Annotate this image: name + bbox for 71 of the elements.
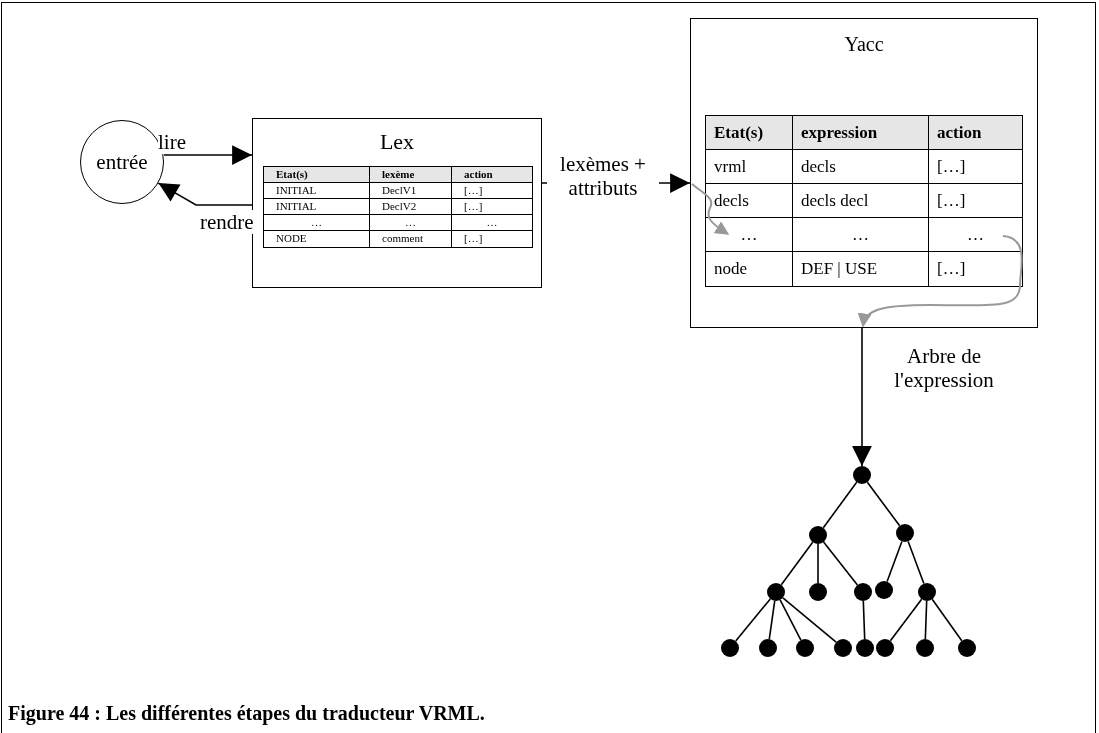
table-cell: decls decl <box>793 184 929 218</box>
table-cell: […] <box>452 183 532 199</box>
tree-line <box>822 481 858 529</box>
tree-node-dot <box>876 639 894 657</box>
tree-line <box>862 600 866 640</box>
tree-node-dot <box>958 639 976 657</box>
table-cell: comment <box>370 231 452 247</box>
table-cell: … <box>452 215 532 231</box>
tree-node-dot <box>796 639 814 657</box>
table-cell: … <box>793 218 929 252</box>
table-cell-text: […] <box>463 231 484 246</box>
tree-line <box>924 600 928 640</box>
table-header-cell: Etat(s) <box>264 167 370 183</box>
table-cell: INITIAL <box>264 199 370 215</box>
tree-node-dot <box>853 466 871 484</box>
table-cell: […] <box>452 199 532 215</box>
table-header-cell: action <box>929 116 1022 150</box>
tree-node-dot <box>759 639 777 657</box>
arrow <box>157 182 253 206</box>
tree-node-dot <box>875 581 893 599</box>
tree-line <box>866 481 901 527</box>
box-title: Lex <box>378 129 416 155</box>
tree-line <box>889 598 923 642</box>
table-header-cell: Etat(s) <box>706 116 793 150</box>
tree-line <box>734 598 772 642</box>
table-header-cell: expression <box>793 116 929 150</box>
box-title: Yacc <box>843 33 885 56</box>
table-cell: … <box>706 218 793 252</box>
table-cell: DeclV1 <box>370 183 452 199</box>
tree-line <box>822 541 859 586</box>
table-cell: … <box>264 215 370 231</box>
node-label: entrée <box>96 149 148 175</box>
table-cell: DEF | USE <box>793 252 929 286</box>
edge-label: rendre <box>200 210 254 235</box>
table-cell: … <box>370 215 452 231</box>
tree-node-dot <box>856 639 874 657</box>
tree-line <box>780 541 814 586</box>
arrow <box>852 327 872 467</box>
tree-node-dot <box>809 583 827 601</box>
table-cell: decls <box>706 184 793 218</box>
arrow <box>163 145 253 165</box>
tree-line <box>907 540 925 585</box>
tree-node-dot <box>918 583 936 601</box>
table-cell: NODE <box>264 231 370 247</box>
table-cell: […] <box>929 184 1022 218</box>
table-cell-text: […] <box>936 258 967 280</box>
tree-line <box>782 596 837 644</box>
table-cell: INITIAL <box>264 183 370 199</box>
table-cell: decls <box>793 150 929 184</box>
table-header-cell: lexème <box>370 167 452 183</box>
table-cell: […] <box>929 150 1022 184</box>
tree-node-dot <box>916 639 934 657</box>
tree-node-dot <box>809 526 827 544</box>
tree-node-dot <box>767 583 785 601</box>
tree-line <box>779 599 802 641</box>
tree-line <box>886 540 903 583</box>
process-box <box>690 18 1038 328</box>
tree-node-dot <box>854 583 872 601</box>
table-cell: vrml <box>706 150 793 184</box>
tree-node-dot <box>896 524 914 542</box>
table-cell: DeclV2 <box>370 199 452 215</box>
tree-node-dot <box>834 639 852 657</box>
tree-line <box>817 543 819 584</box>
tree-node-dot <box>721 639 739 657</box>
process-box <box>252 118 542 288</box>
tree-line <box>931 598 963 642</box>
table-cell: node <box>706 252 793 286</box>
table-cell: … <box>929 218 1022 252</box>
tree-line <box>768 600 776 640</box>
table-header-cell: action <box>452 167 532 183</box>
figure-caption: Figure 44 : Les différentes étapes du traducteur VRML. <box>8 702 485 725</box>
